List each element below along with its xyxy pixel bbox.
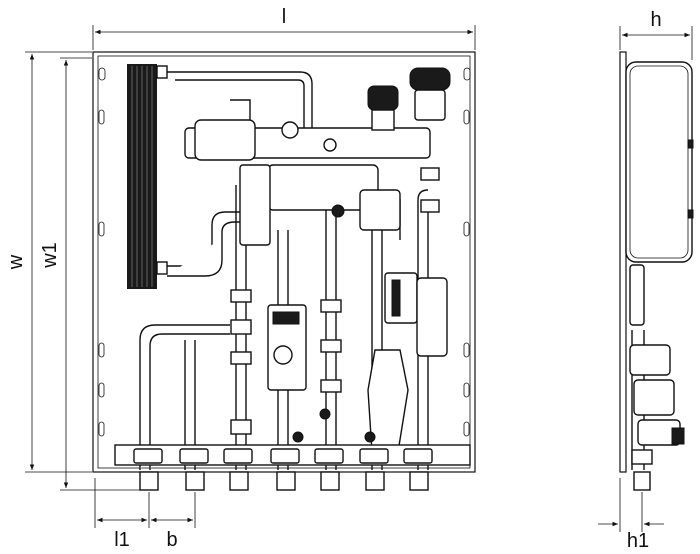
side-view: h h1 — [598, 9, 694, 552]
back-panel-inner — [97, 55, 471, 469]
label-l: l — [282, 6, 286, 28]
label-w: w — [5, 254, 27, 270]
dimension-h: h — [619, 9, 693, 60]
mounting-slots — [98, 67, 471, 437]
dimension-l1-b: l1 b — [94, 478, 196, 551]
dimension-l: l — [92, 6, 476, 50]
dimension-h1: h1 — [598, 478, 664, 552]
label-h1: h1 — [627, 530, 649, 552]
front-view: l w w1 l1 b — [5, 6, 476, 551]
label-h: h — [650, 9, 661, 31]
label-l1: l1 — [114, 529, 130, 551]
circulator-pump — [384, 272, 418, 324]
pipework — [139, 71, 429, 470]
plate-heat-exchanger — [127, 64, 168, 289]
side-cover — [625, 61, 693, 263]
dimension-w1: w1 — [39, 57, 140, 491]
riser-valves — [230, 167, 440, 435]
thermostatic-head — [367, 67, 451, 131]
bottom-connections — [133, 204, 433, 491]
label-w1: w1 — [39, 242, 61, 269]
dimension-w: w — [5, 51, 92, 473]
mixing-valve — [194, 119, 256, 161]
label-b: b — [166, 529, 177, 551]
